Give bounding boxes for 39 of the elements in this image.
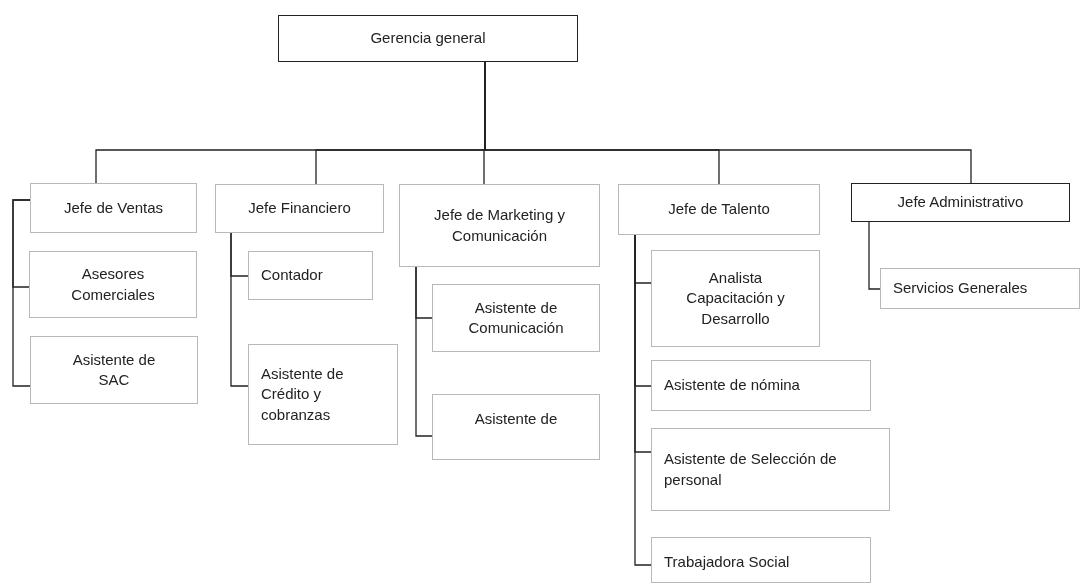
position-title: Asistente de [473,409,559,429]
org-chart-box [215,184,384,233]
position-title: Asistente de nómina [664,375,801,396]
position-title: Contador [261,265,324,286]
position-title: Asistente de SAC [71,349,157,390]
position-title: Analista Capacitación y Desarrollo [685,268,786,329]
connector-line [12,199,31,387]
org-chart-box [880,268,1080,309]
position-title: Trabajadora Social [664,552,791,572]
position-title: Gerencia general [369,28,487,49]
position-title: Asistente de Crédito y cobranzas [261,364,345,425]
position-title: Jefe de Talento [667,199,771,220]
position-title: Servicios Generales [893,278,1029,299]
position-title: Jefe Administrativo [896,192,1025,213]
connector-line [634,234,652,566]
org-chart-box [651,360,871,411]
org-chart-box [432,394,600,460]
org-chart-box [248,344,398,445]
position-title: Asistente de Selección de personal [664,449,838,490]
org-chart-box [651,428,890,511]
org-chart-box [618,184,820,235]
org-chart-box [30,336,198,404]
org-chart-box [30,183,197,233]
org-chart-box [29,251,197,318]
org-chart-box [851,183,1070,222]
org-chart-box [651,250,820,347]
org-chart-box [278,15,578,62]
position-title: Asistente de Comunicación [467,297,565,338]
connector-line [415,266,433,437]
connector-line [868,221,881,290]
position-title: Asesores Comerciales [70,264,156,305]
connector-line [230,232,249,387]
org-chart-box [248,251,373,300]
position-title: Jefe de Marketing y Comunicación [433,205,566,246]
position-title: Jefe de Ventas [62,197,165,218]
org-chart-box [651,537,871,583]
org-chart-box [432,284,600,352]
org-chart-box [399,184,600,267]
position-title: Jefe Financiero [247,198,352,219]
